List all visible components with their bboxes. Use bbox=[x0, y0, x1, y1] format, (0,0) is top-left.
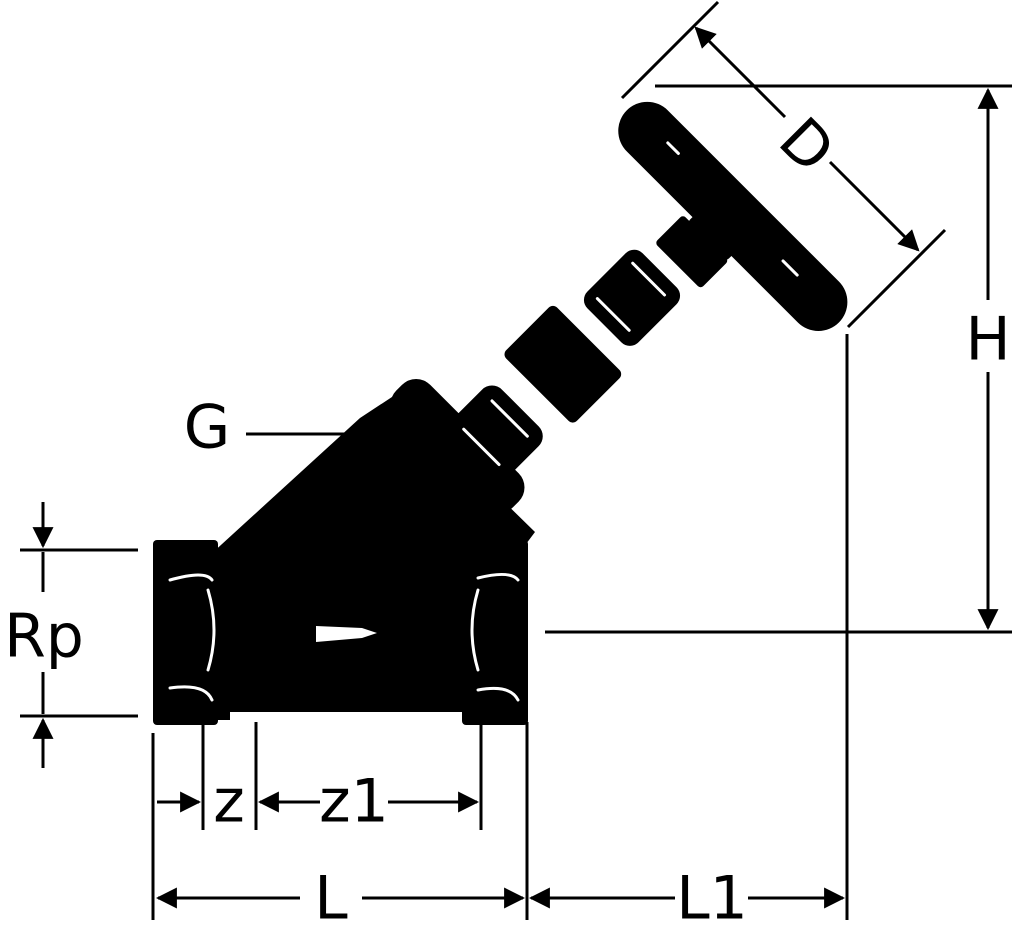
label-l1: L1 bbox=[676, 864, 748, 934]
dimension-l1: L1 bbox=[528, 334, 849, 934]
label-z1: z1 bbox=[319, 767, 389, 837]
dimension-l: L bbox=[155, 722, 529, 934]
dimension-z: z bbox=[151, 722, 245, 920]
gland-nut bbox=[583, 249, 681, 346]
bonnet-nut bbox=[448, 385, 543, 480]
dimension-h: H bbox=[545, 84, 1012, 634]
dimension-rp: Rp bbox=[4, 502, 138, 768]
inlet-connection bbox=[153, 540, 218, 725]
inlet-hex-highlight bbox=[168, 573, 216, 702]
spindle bbox=[656, 216, 728, 288]
outlet-hex-highlight bbox=[470, 573, 520, 702]
label-rp: Rp bbox=[4, 602, 84, 672]
label-d: D bbox=[765, 105, 847, 187]
handwheel bbox=[618, 101, 848, 331]
label-l: L bbox=[314, 864, 348, 934]
valve-body-shape bbox=[160, 395, 535, 720]
valve-body bbox=[153, 101, 848, 725]
label-z: z bbox=[213, 767, 245, 837]
outlet-connection bbox=[462, 540, 528, 725]
label-g: G bbox=[184, 393, 231, 463]
bonnet-flange bbox=[390, 379, 525, 514]
label-h: H bbox=[965, 305, 1010, 375]
flow-arrow-icon bbox=[316, 626, 377, 642]
bonnet-column bbox=[504, 305, 622, 423]
dimension-z1: z1 bbox=[254, 722, 483, 837]
dimension-g: G bbox=[184, 393, 348, 463]
